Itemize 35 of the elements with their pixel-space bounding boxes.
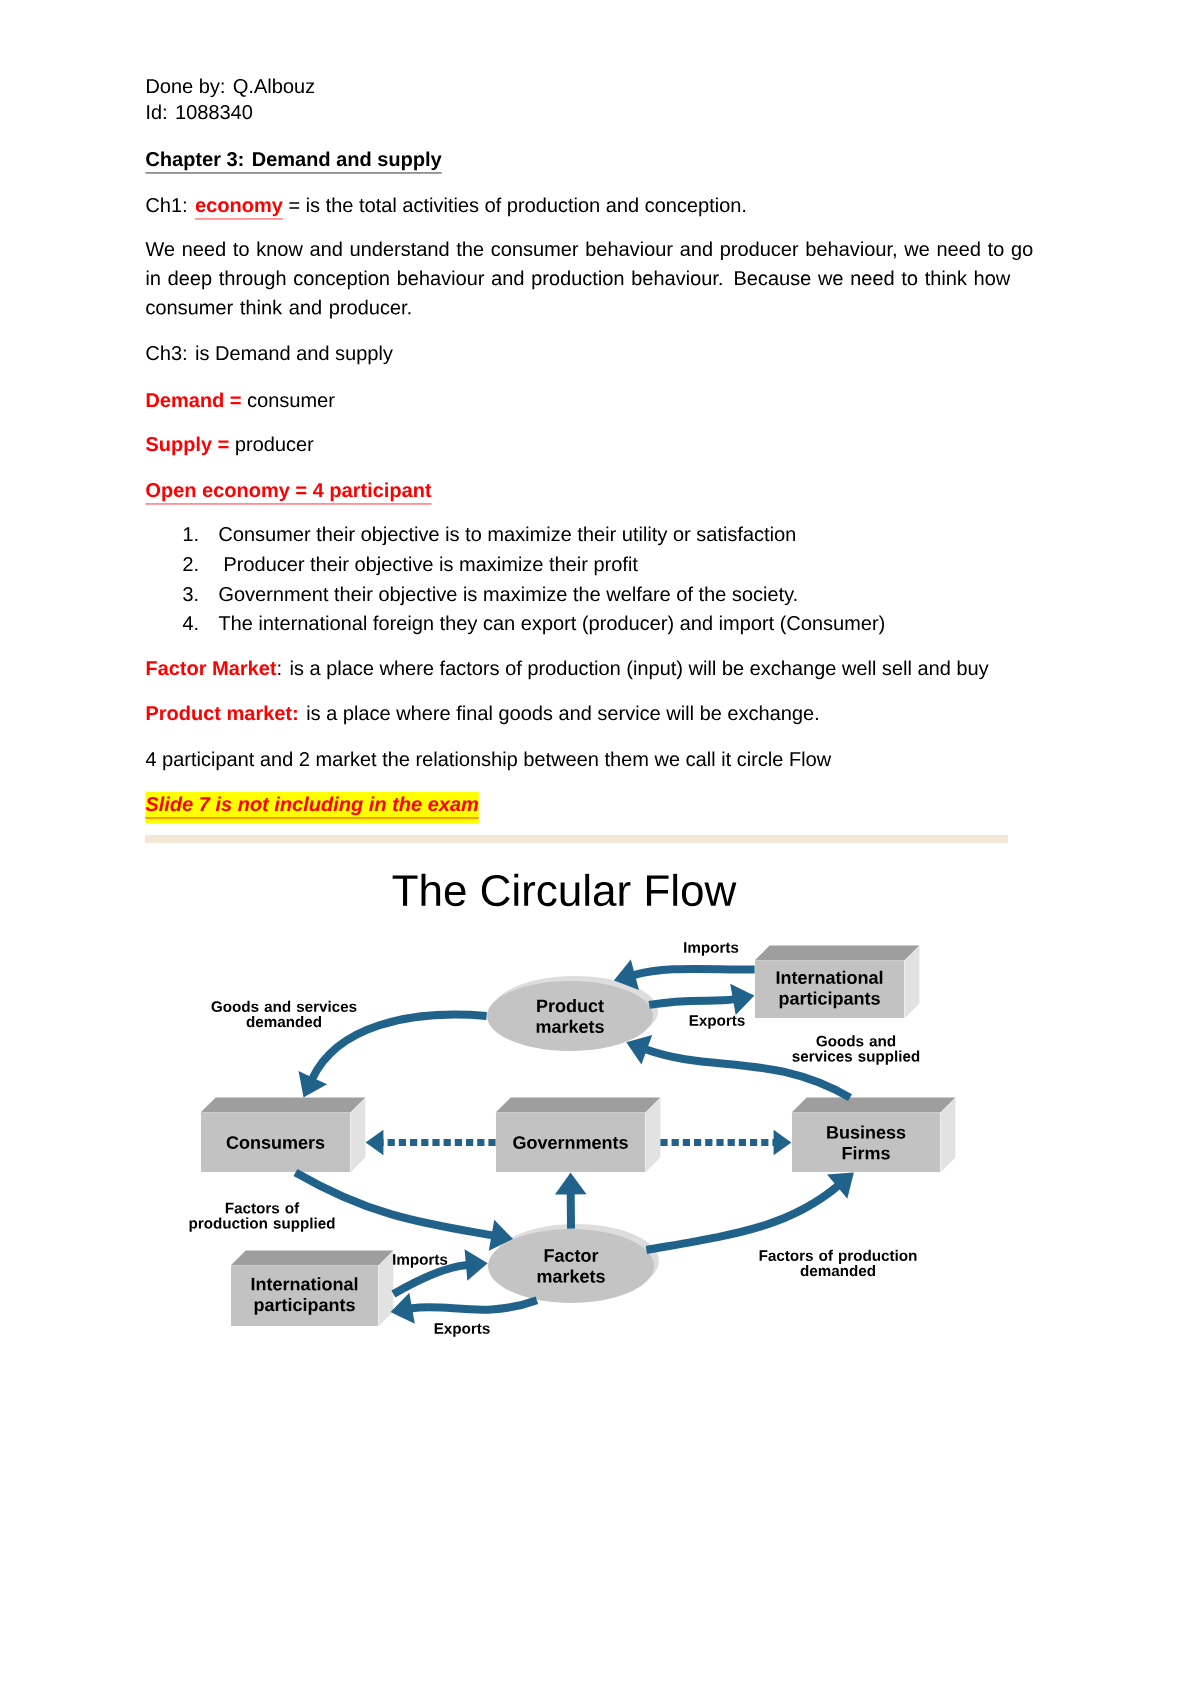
list-item: Consumer their objective is to maximize their utility or satisfaction — [219, 526, 795, 546]
text-line: Ch1: economy = is the total activities of production and conception. — [146, 197, 746, 220]
edge-label: Imports — [684, 942, 739, 956]
participant-box: Governments — [495, 1097, 661, 1173]
text-line: Id: 1088340 — [147, 104, 253, 120]
edge-label: Exports — [434, 1323, 490, 1337]
diagram-title: The Circular Flow — [392, 873, 737, 907]
participant-box: Business Firms — [791, 1097, 956, 1173]
participant-box: Consumers — [200, 1097, 366, 1173]
list-number: 2. — [183, 557, 198, 571]
text-line: Factor Market: is a place where factors of production (input) will be exchange well sell and buy — [146, 660, 989, 680]
list-number: 3. — [183, 587, 198, 602]
text-line: Ch3: is Demand and supply — [146, 345, 393, 365]
list-item: The international foreign they can export (producer) and import (Consumer) — [218, 615, 885, 635]
text-line: Done by: Q.Albouz — [147, 78, 315, 98]
participant-box: International participants — [754, 945, 920, 1019]
edge-label: Goods and services supplied — [792, 1035, 920, 1065]
edge-label: Goods and services demanded — [211, 1000, 357, 1028]
text-line: Product market: is a place where final goods and service will be exchange. — [146, 705, 818, 725]
highlighted-note: Slide 7 is not including in the exam — [145, 792, 480, 824]
list-item: Government their objective is maximize the welfare of the society. — [219, 586, 797, 606]
underlined-heading: Open economy = 4 participant — [145, 482, 432, 505]
list-number: 1. — [183, 527, 198, 541]
text-line: Supply = producer — [145, 436, 314, 456]
edge-label: Factors of production supplied — [189, 1202, 335, 1232]
underlined-heading: Chapter 3: Demand and supply — [145, 151, 443, 174]
edge-label: Exports — [689, 1015, 745, 1029]
participant-box: International participants — [230, 1250, 394, 1327]
text-line: 4 participant and 2 market the relationship between them we call it circle Flow — [145, 751, 832, 771]
edge-label: Imports — [393, 1254, 448, 1268]
edge-label: Factors of production demanded — [759, 1249, 917, 1277]
text-line: Demand = consumer — [146, 392, 335, 408]
list-number: 4. — [182, 616, 198, 630]
list-item: Producer their objective is maximize their profit — [225, 556, 638, 576]
paragraph: We need to know and understand the consumer behaviour and producer behaviour, we need to go in deep through conception behaviour and production behaviour. Because we need to think how consumer think and producer. — [145, 241, 1033, 319]
